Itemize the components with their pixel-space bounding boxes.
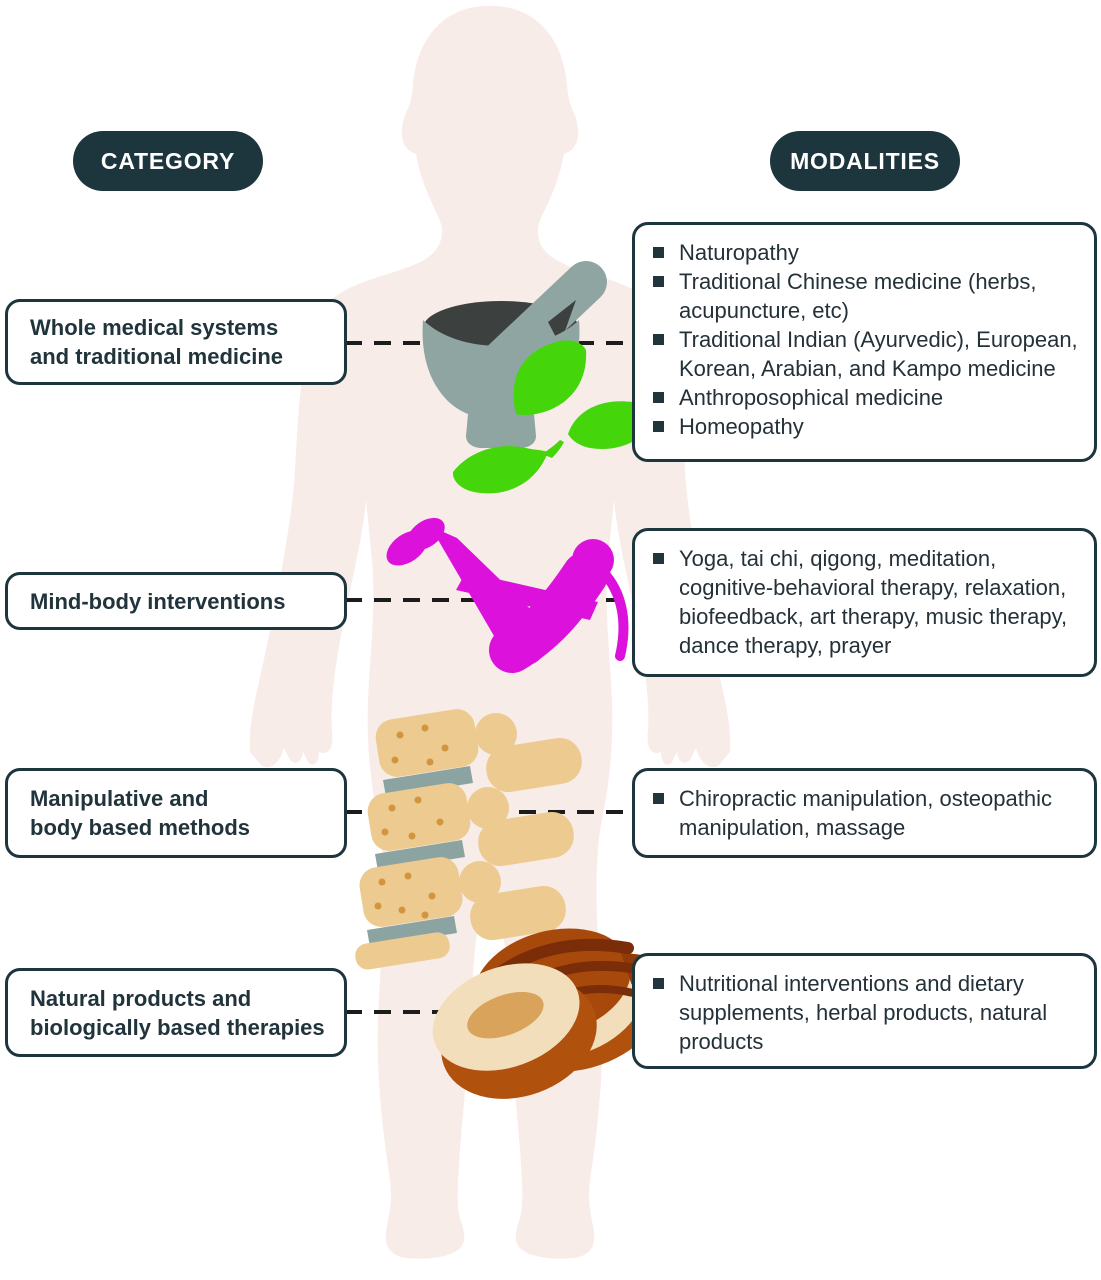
bullet-square-icon — [653, 276, 664, 287]
bullet-square-icon — [653, 334, 664, 345]
bullet-square-icon — [653, 793, 664, 804]
connector-line-row2 — [345, 598, 633, 602]
herb-leaves-icon — [452, 340, 654, 494]
bullet-square-icon — [653, 247, 664, 258]
modality-item: Homeopathy — [651, 412, 1080, 441]
bullet-square-icon — [653, 421, 664, 432]
modality-item: Chiropractic manipulation, osteopathic m… — [651, 784, 1080, 842]
category-box-natural-products: Natural products and biologically based … — [5, 968, 347, 1057]
modality-text: Yoga, tai chi, qigong, meditation, cogni… — [679, 546, 1068, 658]
modalities-box-manipulative: Chiropractic manipulation, osteopathic m… — [632, 768, 1097, 858]
modality-text: Naturopathy — [679, 240, 799, 265]
category-label-line: Manipulative and — [30, 786, 209, 811]
category-label-line: and traditional medicine — [30, 344, 284, 369]
bullet-square-icon — [653, 392, 664, 403]
connector-line-row1 — [345, 341, 633, 345]
modality-item: Traditional Indian (Ayurvedic), European… — [651, 325, 1080, 383]
modality-text: Traditional Indian (Ayurvedic), European… — [679, 327, 1078, 381]
mortar-pestle-icon — [422, 261, 654, 494]
modality-text: Traditional Chinese medicine (herbs, acu… — [679, 269, 1037, 323]
modality-text: Chiropractic manipulation, osteopathic m… — [679, 786, 1052, 840]
connector-line-row3 — [345, 810, 633, 814]
modality-item: Naturopathy — [651, 238, 1080, 267]
category-label-line: body based methods — [30, 815, 251, 840]
connector-line-row4 — [345, 1010, 633, 1014]
category-label-line: biologically based therapies — [30, 1014, 325, 1040]
category-label-line: Natural products and — [30, 985, 252, 1011]
category-box-manipulative: Manipulative and body based methods — [5, 768, 347, 858]
category-label-line: Whole medical systems — [30, 315, 279, 340]
modalities-header-label: MODALITIES — [790, 147, 940, 174]
modalities-list: Chiropractic manipulation, osteopathic m… — [651, 784, 1080, 842]
modality-text: Nutritional interventions and dietary su… — [679, 971, 1048, 1054]
modality-item: Traditional Chinese medicine (herbs, acu… — [651, 267, 1080, 325]
modality-item: Yoga, tai chi, qigong, meditation, cogni… — [651, 544, 1080, 660]
modalities-header-pill: MODALITIES — [770, 131, 960, 191]
category-box-whole-medical-systems: Whole medical systems and traditional me… — [5, 299, 347, 385]
category-label-line: Mind-body interventions — [30, 588, 286, 614]
modality-text: Anthroposophical medicine — [679, 385, 944, 410]
modality-item: Anthroposophical medicine — [651, 383, 1080, 412]
modalities-list: Yoga, tai chi, qigong, meditation, cogni… — [651, 544, 1080, 660]
modality-text: Homeopathy — [679, 414, 804, 439]
yoga-pose-icon — [386, 517, 629, 673]
modalities-list: Naturopathy Traditional Chinese medicine… — [651, 238, 1080, 441]
modalities-box-whole-medical-systems: Naturopathy Traditional Chinese medicine… — [632, 222, 1097, 462]
modalities-box-mind-body: Yoga, tai chi, qigong, meditation, cogni… — [632, 528, 1097, 677]
bullet-square-icon — [653, 978, 664, 989]
modalities-list: Nutritional interventions and dietary su… — [651, 969, 1080, 1056]
spine-icon — [355, 709, 582, 970]
bullet-square-icon — [653, 553, 664, 564]
category-header-pill: CATEGORY — [73, 131, 263, 191]
category-header-label: CATEGORY — [100, 147, 236, 174]
modality-item: Nutritional interventions and dietary su… — [651, 969, 1080, 1056]
modalities-box-natural-products: Nutritional interventions and dietary su… — [632, 953, 1097, 1069]
category-box-mind-body: Mind-body interventions — [5, 572, 347, 630]
